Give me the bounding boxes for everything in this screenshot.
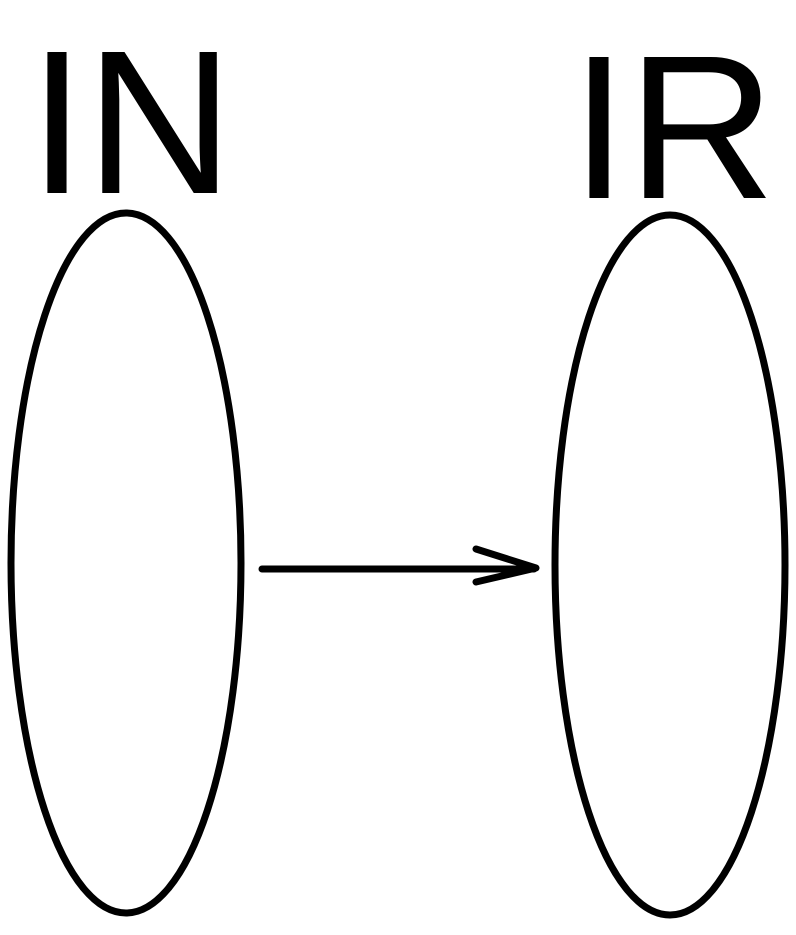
- right-set-ellipse: [551, 211, 789, 919]
- mapping-arrowhead: [472, 545, 540, 586]
- left-set-label: IN: [29, 8, 234, 237]
- right-set-label: IR: [571, 13, 776, 242]
- left-set-ellipse: [7, 209, 245, 917]
